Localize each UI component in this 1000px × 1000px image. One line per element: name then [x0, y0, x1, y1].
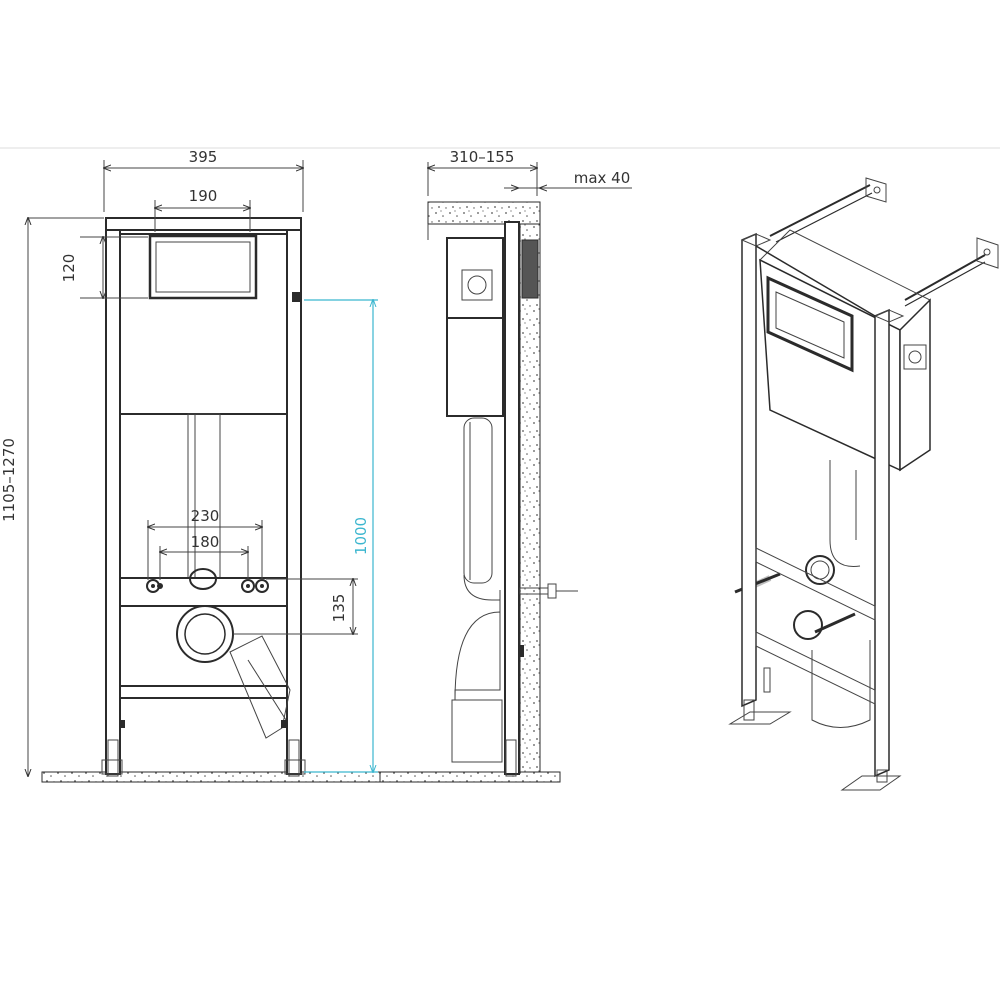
dim-width-total: 395 [189, 148, 218, 166]
dim-wall-gap: max 40 [574, 169, 631, 187]
dim-frame-height: 1105–1270 [0, 438, 18, 522]
left-post [105, 217, 121, 775]
iso-left-post [741, 232, 757, 708]
dim-depth: 310–155 [450, 148, 515, 166]
side-view: 310–155 max 40 [379, 148, 632, 783]
isometric-view [728, 177, 999, 791]
ceiling-slab [427, 201, 541, 225]
wall-bracket [865, 177, 887, 203]
side-post [504, 221, 520, 775]
side-cistern [446, 237, 504, 319]
dim-drain-height: 135 [330, 594, 348, 623]
dim-button-width: 190 [189, 187, 218, 205]
dim-pipe-spacing-outer: 230 [191, 507, 220, 525]
iso-flush-plate [766, 275, 854, 373]
drain-elbow [229, 635, 291, 739]
iso-flush-outlet [805, 555, 835, 585]
dim-button-height: 120 [60, 254, 78, 283]
flush-pipe [187, 413, 221, 580]
iso-drain [793, 610, 823, 640]
dim-pipe-spacing-inner: 180 [191, 533, 220, 551]
side-drain-bend [454, 611, 501, 701]
iso-right-post [874, 308, 890, 778]
front-view: 395 190 120 1105–1270 230 180 135 [0, 148, 523, 783]
side-flush-pipe [463, 417, 493, 584]
flush-plate [148, 234, 258, 300]
dim-button-elevation: 1000 [352, 517, 370, 555]
